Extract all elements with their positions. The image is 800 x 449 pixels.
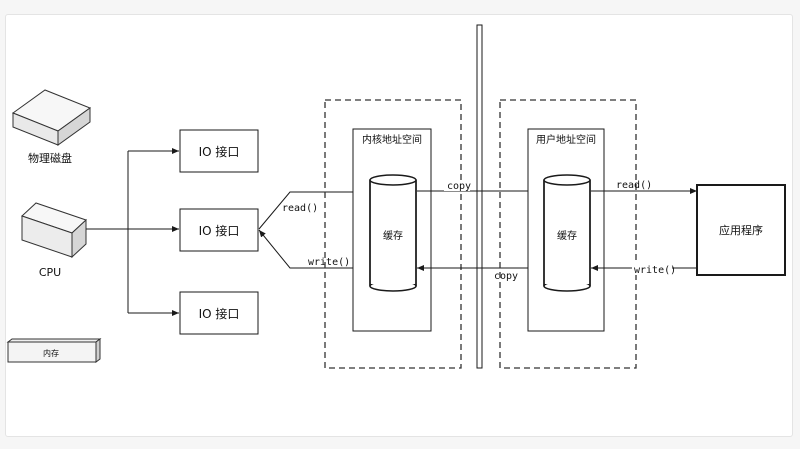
kernel-space-title: 内核地址空间 xyxy=(362,133,422,146)
copy-to-user-label: copy xyxy=(447,181,471,192)
space-separator xyxy=(476,24,483,369)
write-kernel-label: write() xyxy=(308,257,350,268)
write-app-label: write() xyxy=(634,265,676,276)
io-port-bottom-label: IO 接口 xyxy=(199,306,240,321)
copy-bottom-bg xyxy=(492,270,518,281)
copy-to-kernel-label: copy xyxy=(494,271,518,282)
user-cache-label: 缓存 xyxy=(557,229,577,242)
cpu-label: CPU xyxy=(39,266,61,279)
io-port-top-label: IO 接口 xyxy=(199,144,240,159)
write-app-bg xyxy=(632,264,672,275)
cpu-icon xyxy=(21,202,87,259)
disk-icon xyxy=(11,89,92,146)
read-kernel-label: read() xyxy=(282,203,318,214)
app-box xyxy=(696,184,786,276)
memory-label: 内存 xyxy=(43,348,59,358)
disk-label: 物理磁盘 xyxy=(28,151,72,165)
copy-edges xyxy=(417,188,542,271)
memory-icon xyxy=(6,338,102,363)
io-port-bottom xyxy=(179,291,259,335)
user-space-title: 用户地址空间 xyxy=(536,133,596,146)
kernel-space-outer xyxy=(324,99,462,369)
kernel-cache-icon xyxy=(369,174,417,292)
io-port-middle xyxy=(179,208,259,252)
cpu-bus xyxy=(86,148,179,316)
read-app-label: read() xyxy=(616,180,652,191)
user-app-edges xyxy=(591,188,697,271)
kernel-cache-label: 缓存 xyxy=(383,229,403,242)
app-label: 应用程序 xyxy=(719,223,763,237)
io-port-top xyxy=(179,129,259,173)
user-cache-icon xyxy=(543,174,591,292)
copy-top-bg xyxy=(444,180,470,191)
io-port-middle-label: IO 接口 xyxy=(199,223,240,238)
user-space-outer xyxy=(499,99,637,369)
io-kernel-edges xyxy=(258,189,368,269)
